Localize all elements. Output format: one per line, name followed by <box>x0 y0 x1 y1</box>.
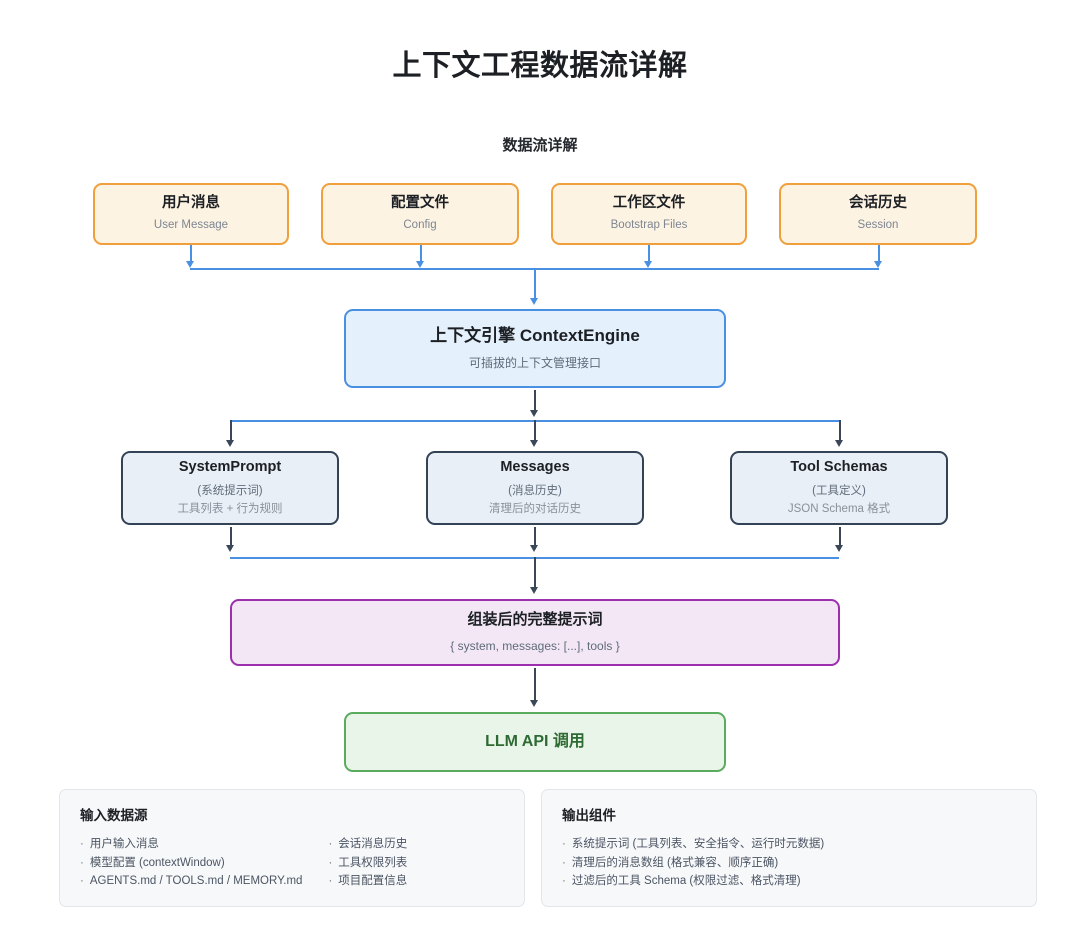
list-item: 用户输入消息 <box>80 835 302 854</box>
node-title: SystemPrompt <box>178 458 282 475</box>
arrowhead-engine <box>530 298 538 305</box>
legend-inputs-col2: 会话消息历史 工具权限列表 项目配置信息 <box>328 835 407 891</box>
arrowhead-bus3-3 <box>835 545 843 552</box>
node-detail: 工具列表 + 行为规则 <box>177 502 283 515</box>
arrowhead-source-3 <box>644 261 652 268</box>
node-messages[interactable]: Messages (消息历史) 清理后的对话历史 <box>426 451 644 525</box>
list-item: 会话消息历史 <box>328 835 407 854</box>
connector-assembled-to-llm <box>534 668 536 702</box>
diagram-subtitle: 数据流详解 <box>502 137 578 154</box>
node-title: 上下文引擎 ContextEngine <box>430 325 640 345</box>
arrowhead-component-3 <box>835 440 843 447</box>
node-source-config[interactable]: 配置文件 Config <box>321 183 519 245</box>
arrowhead-component-2 <box>530 440 538 447</box>
connector-engine-down <box>534 390 536 412</box>
arrowhead-source-1 <box>186 261 194 268</box>
node-subtitle: Config <box>403 218 437 231</box>
node-subtitle: Session <box>857 218 899 231</box>
arrowhead-bus3-1 <box>226 545 234 552</box>
node-title: 会话历史 <box>849 195 907 212</box>
legend-inputs-col1: 用户输入消息 模型配置 (contextWindow) AGENTS.md / … <box>80 835 303 891</box>
node-system-prompt[interactable]: SystemPrompt (系统提示词) 工具列表 + 行为规则 <box>121 451 339 525</box>
connector-bus-to-assembled <box>534 557 536 589</box>
arrowhead-assembled <box>530 587 538 594</box>
node-title: LLM API 调用 <box>485 733 585 751</box>
node-llm-api-call[interactable]: LLM API 调用 <box>344 712 726 772</box>
connector-component-2 <box>534 420 536 442</box>
node-subtitle: User Message <box>153 218 229 231</box>
node-title: 工作区文件 <box>612 195 686 212</box>
node-title: Messages <box>500 458 570 475</box>
legend-inputs: 输入数据源 用户输入消息 模型配置 (contextWindow) AGENTS… <box>59 789 525 907</box>
node-source-user-message[interactable]: 用户消息 User Message <box>93 183 289 245</box>
legend-outputs-heading: 输出组件 <box>562 808 616 823</box>
node-subtitle: (系统提示词) <box>197 484 263 497</box>
node-subtitle: (工具定义) <box>812 484 866 497</box>
connector-component-3 <box>839 420 841 442</box>
connector-source-3 <box>648 245 650 263</box>
list-item: 过滤后的工具 Schema (权限过滤、格式清理) <box>562 872 824 891</box>
node-subtitle: Bootstrap Files <box>610 218 688 231</box>
arrowhead-llm <box>530 700 538 707</box>
arrowhead-bus3-2 <box>530 545 538 552</box>
list-item: 系统提示词 (工具列表、安全指令、运行时元数据) <box>562 835 824 854</box>
connector-component-3-out <box>839 527 841 549</box>
list-item: 项目配置信息 <box>328 872 407 891</box>
node-title: Tool Schemas <box>790 458 888 475</box>
legend-inputs-heading: 输入数据源 <box>80 808 148 823</box>
connector-source-1 <box>190 245 192 263</box>
node-context-engine[interactable]: 上下文引擎 ContextEngine 可插拔的上下文管理接口 <box>344 309 726 388</box>
node-detail: JSON Schema 格式 <box>787 502 891 515</box>
node-source-bootstrap-files[interactable]: 工作区文件 Bootstrap Files <box>551 183 747 245</box>
list-item: AGENTS.md / TOOLS.md / MEMORY.md <box>80 872 303 891</box>
node-subtitle: (消息历史) <box>508 484 562 497</box>
connector-source-4 <box>878 245 880 263</box>
connector-component-1-out <box>230 527 232 549</box>
list-item: 模型配置 (contextWindow) <box>80 854 302 873</box>
arrowhead-component-1 <box>226 440 234 447</box>
arrowhead-source-2 <box>416 261 424 268</box>
node-subtitle: { system, messages: [...], tools } <box>450 639 620 654</box>
legend-outputs: 输出组件 系统提示词 (工具列表、安全指令、运行时元数据) 清理后的消息数组 (… <box>541 789 1037 907</box>
list-item: 工具权限列表 <box>328 854 407 873</box>
legend-outputs-col1: 系统提示词 (工具列表、安全指令、运行时元数据) 清理后的消息数组 (格式兼容、… <box>562 835 824 891</box>
connector-source-2 <box>420 245 422 263</box>
node-detail: 清理后的对话历史 <box>489 502 581 515</box>
arrowhead-engine-bus <box>530 410 538 417</box>
node-title: 组装后的完整提示词 <box>467 610 603 628</box>
page-title: 上下文工程数据流详解 <box>392 50 688 82</box>
connector-bus-to-engine <box>534 268 536 300</box>
connector-component-1 <box>230 420 232 442</box>
arrowhead-source-4 <box>874 261 882 268</box>
connector-component-2-out <box>534 527 536 549</box>
node-title: 配置文件 <box>391 195 449 212</box>
node-title: 用户消息 <box>162 195 220 212</box>
list-item: 清理后的消息数组 (格式兼容、顺序正确) <box>562 854 824 873</box>
node-subtitle: 可插拔的上下文管理接口 <box>468 356 601 371</box>
node-tool-schemas[interactable]: Tool Schemas (工具定义) JSON Schema 格式 <box>730 451 948 525</box>
node-assembled-prompt[interactable]: 组装后的完整提示词 { system, messages: [...], too… <box>230 599 840 666</box>
node-source-session[interactable]: 会话历史 Session <box>779 183 977 245</box>
